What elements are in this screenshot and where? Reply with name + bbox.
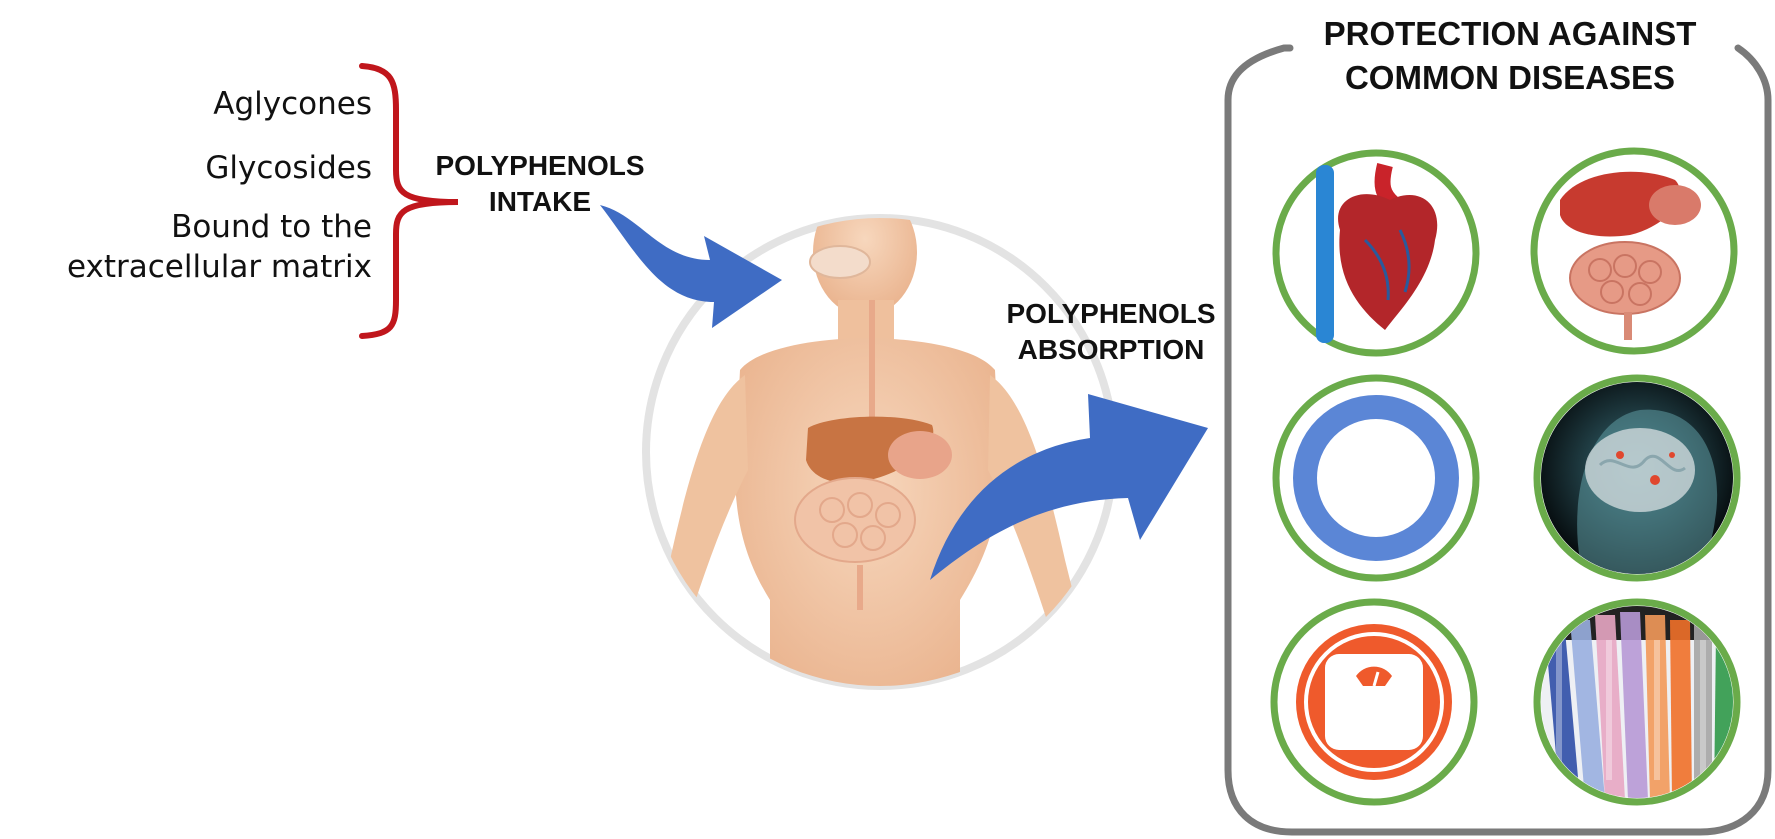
panel-title-line1: PROTECTION AGAINST <box>1323 15 1697 52</box>
heart-icon <box>1272 149 1480 357</box>
panel-title-line2: COMMON DISEASES <box>1344 58 1676 96</box>
intake-label: POLYPHENOLS INTAKE <box>420 148 660 221</box>
weight-scale-icon <box>1270 598 1478 806</box>
brain-icon <box>1533 374 1741 582</box>
intake-brace <box>359 63 459 339</box>
intake-label-line1: POLYPHENOLS <box>435 150 645 181</box>
blue-ring-icon <box>1272 374 1480 582</box>
intake-form-glycosides: Glycosides <box>205 150 372 187</box>
awareness-ribbons-icon <box>1533 598 1741 806</box>
intake-form-bound-line2: extracellular matrix <box>66 248 372 285</box>
absorption-label-line2: ABSORPTION <box>1017 334 1205 366</box>
absorption-arrow <box>930 394 1208 580</box>
panel-title: PROTECTION AGAINST COMMON DISEASES <box>1260 12 1760 99</box>
intake-forms-list: Aglycones Glycosides Bound to the extrac… <box>67 84 372 287</box>
digestive-organs-icon <box>1530 147 1738 355</box>
intake-label-line2: INTAKE <box>488 186 592 218</box>
intake-form-aglycones: Aglycones <box>213 86 372 122</box>
intake-arrow <box>600 205 782 328</box>
absorption-label-line1: POLYPHENOLS <box>1006 298 1216 329</box>
disease-panel <box>1224 44 1772 836</box>
intake-form-bound-line1: Bound to the <box>171 208 372 245</box>
absorption-label: POLYPHENOLS ABSORPTION <box>986 296 1236 369</box>
